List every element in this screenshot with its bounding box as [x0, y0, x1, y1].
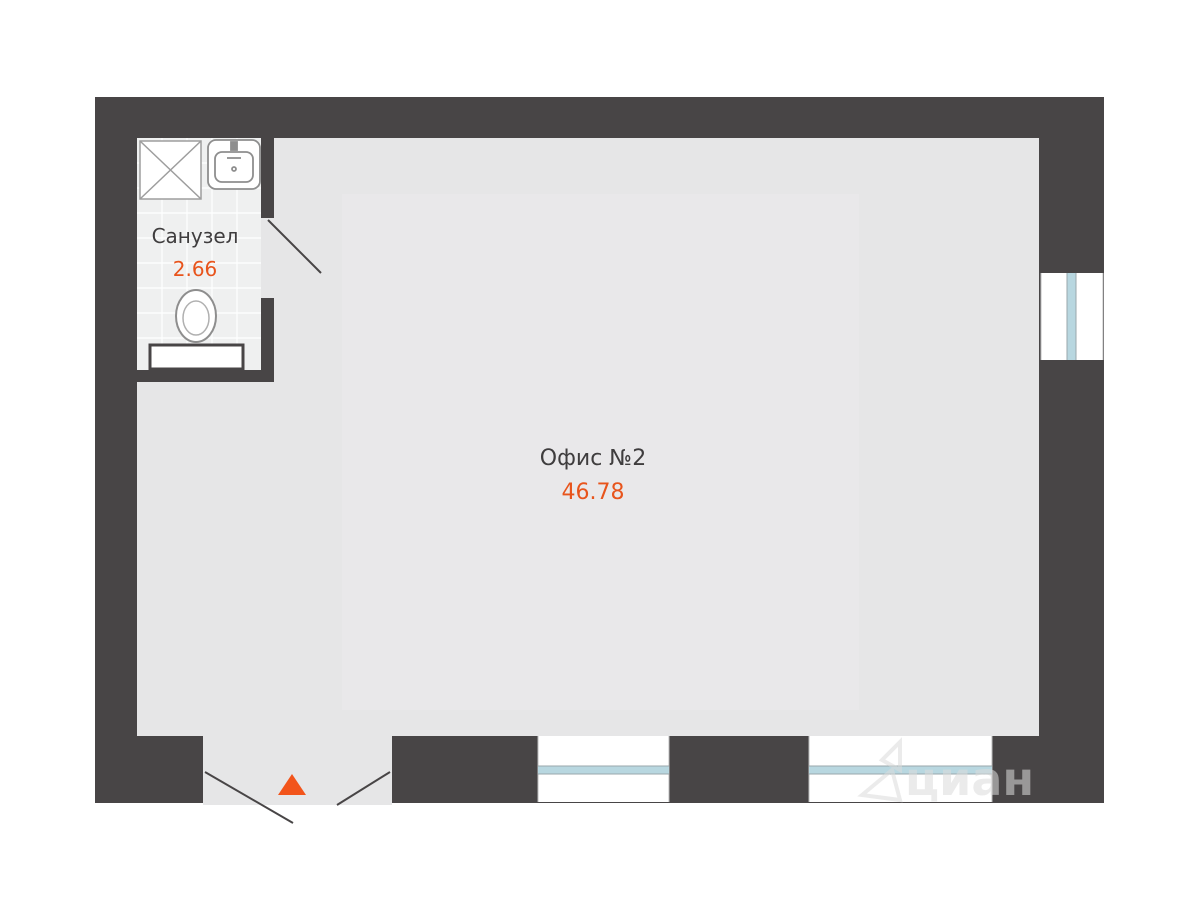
- watermark-text: циан: [905, 752, 1034, 806]
- watermark: циан: [857, 737, 1034, 806]
- office-name: Офис №2: [540, 446, 646, 471]
- sink-icon: [207, 139, 261, 190]
- bathroom-area: 2.66: [173, 257, 218, 281]
- toilet-icon: [148, 289, 245, 371]
- office-area: 46.78: [562, 480, 625, 505]
- bathroom-name: Санузел: [152, 224, 239, 248]
- entrance-door: [204, 771, 391, 824]
- entrance-arrow-icon: [278, 774, 306, 795]
- window-right: [1040, 273, 1104, 360]
- bathroom-door: [267, 219, 322, 274]
- bathroom: Санузел 2.66: [137, 138, 322, 382]
- window-bottom-left: [537, 736, 670, 802]
- bathroom-wall-right-upper: [261, 138, 274, 218]
- bathroom-wall-right-lower: [261, 298, 274, 382]
- office-floor-zone: [342, 194, 859, 710]
- bathroom-wall-bottom: [137, 370, 274, 382]
- watermark-logo-icon: [857, 737, 903, 803]
- shower-icon: [139, 140, 202, 200]
